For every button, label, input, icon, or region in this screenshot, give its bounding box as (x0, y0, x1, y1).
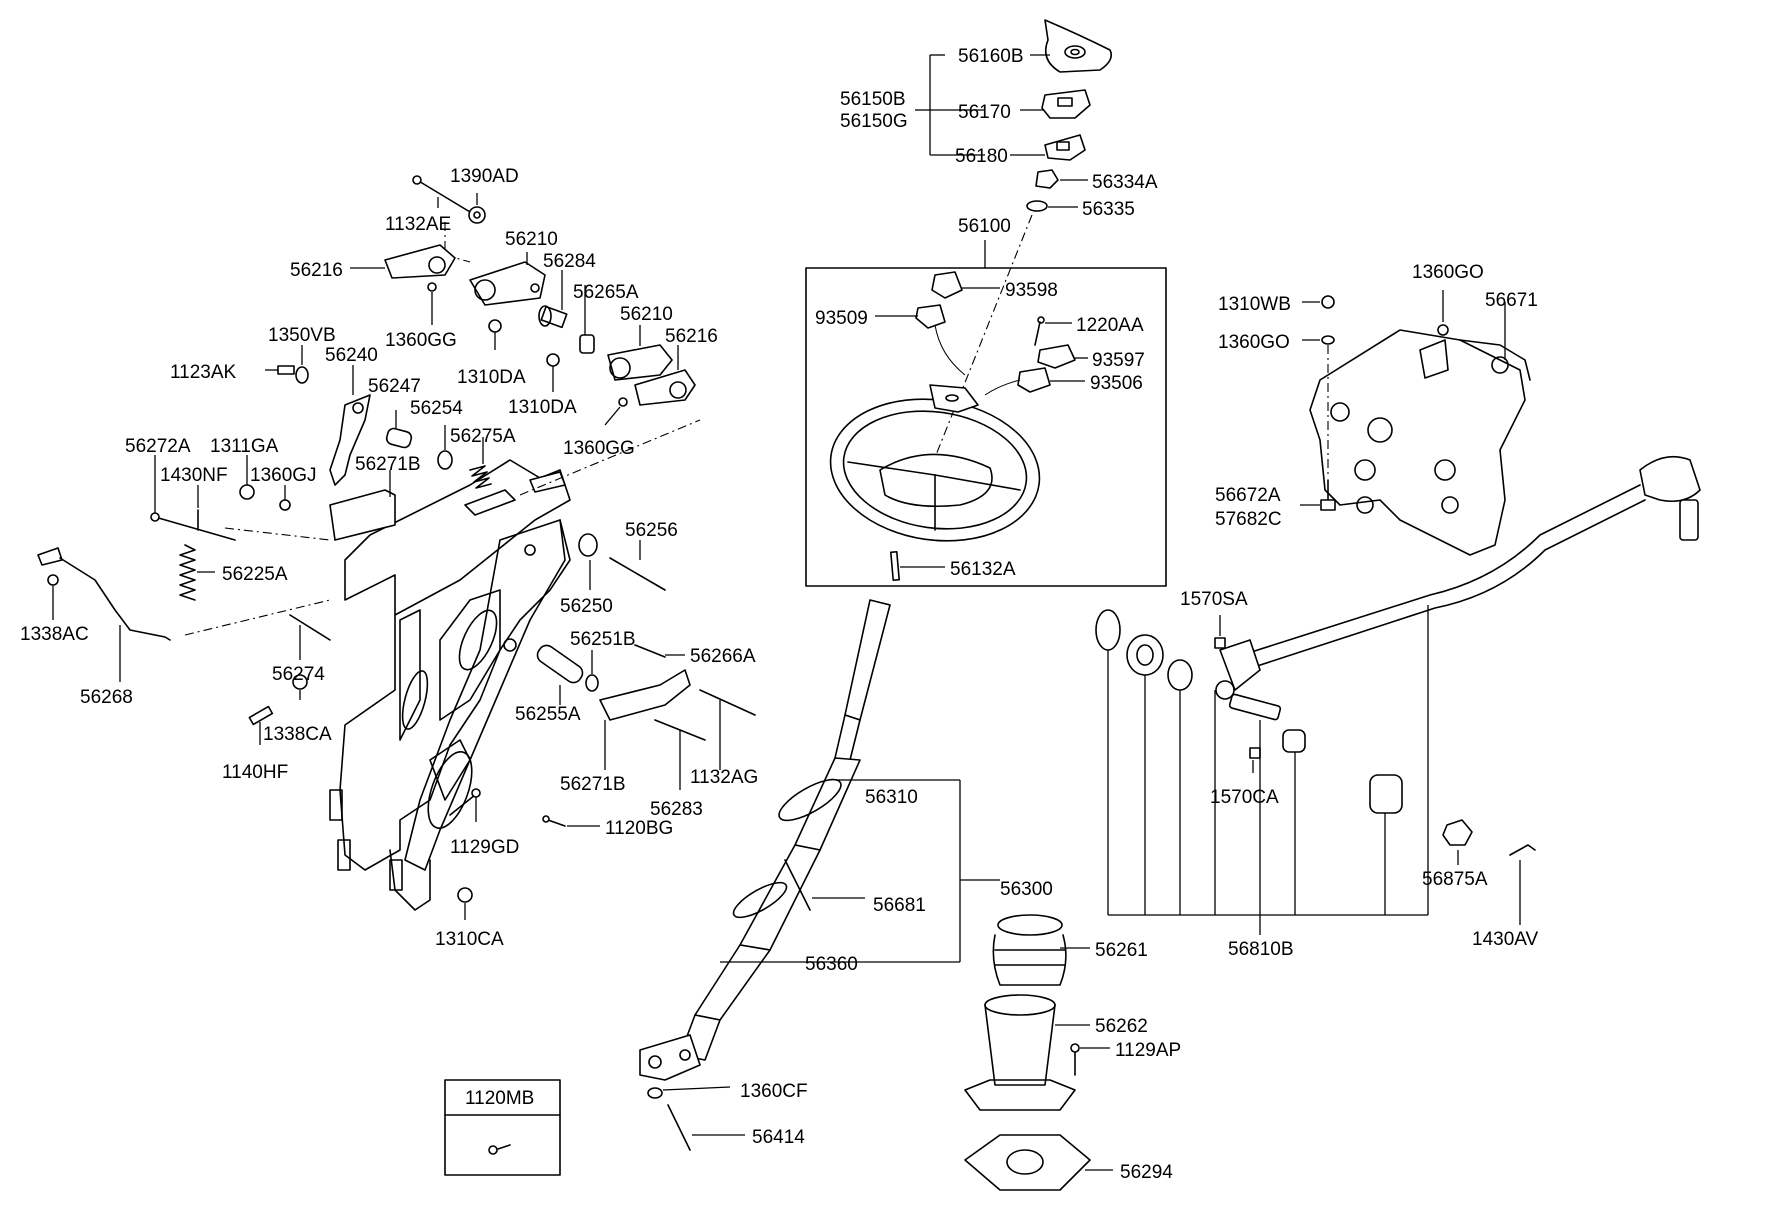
part-labels: 56160B 56150B 56150G 56170 56180 56334A … (20, 46, 1539, 1183)
label-1120MB: 1120MB (465, 1088, 534, 1109)
label-56150G: 56150G (840, 111, 908, 132)
label-56210-a: 56210 (505, 229, 558, 250)
label-56210-b: 56210 (620, 304, 673, 325)
center-bracket-parts (536, 533, 756, 790)
label-1129AP: 1129AP (1115, 1040, 1181, 1061)
label-1310DA-a: 1310DA (457, 367, 526, 388)
tie-rod-group (1095, 455, 1701, 935)
label-1123AK: 1123AK (170, 362, 237, 383)
label-56271B-b: 56271B (560, 774, 626, 795)
label-1360GG-b: 1360GG (563, 438, 635, 459)
label-1360GG-a: 1360GG (385, 330, 457, 351)
label-1338CA: 1338CA (263, 724, 332, 745)
label-56672A: 56672A (1215, 485, 1281, 506)
label-56256: 56256 (625, 520, 678, 541)
label-1132AE: 1132AE (385, 214, 451, 235)
label-56283: 56283 (650, 799, 703, 820)
label-56266A: 56266A (690, 646, 756, 667)
label-56262: 56262 (1095, 1016, 1148, 1037)
label-1140HF: 1140HF (222, 762, 288, 783)
label-56180: 56180 (955, 146, 1008, 167)
horn-pad-group (915, 19, 1113, 471)
label-1120BG: 1120BG (605, 818, 673, 839)
label-56150B: 56150B (840, 89, 906, 110)
label-1430NF: 1430NF (160, 465, 228, 486)
label-56284: 56284 (543, 251, 596, 272)
label-56216-a: 56216 (290, 260, 343, 281)
pedal-small-parts (37, 175, 696, 920)
label-56334A: 56334A (1092, 172, 1158, 193)
label-56251B: 56251B (570, 629, 636, 650)
label-56275A: 56275A (450, 426, 516, 447)
steering-wheel-group (805, 240, 1167, 587)
label-56360: 56360 (805, 954, 858, 975)
label-93509: 93509 (815, 308, 868, 329)
label-56810B: 56810B (1228, 939, 1294, 960)
label-56875A: 56875A (1422, 869, 1488, 890)
label-56160B: 56160B (958, 46, 1024, 67)
label-1390AD: 1390AD (450, 166, 519, 187)
label-1350VB: 1350VB (268, 325, 336, 346)
pedal-bracket-group (184, 222, 701, 911)
label-1132AG: 1132AG (690, 767, 758, 788)
label-57682C: 57682C (1215, 509, 1282, 530)
label-1360GJ: 1360GJ (250, 465, 317, 486)
label-56310: 56310 (865, 787, 918, 808)
boots-group (964, 914, 1113, 1191)
label-56240: 56240 (325, 345, 378, 366)
label-1360GO-a: 1360GO (1412, 262, 1484, 283)
label-1220AA: 1220AA (1076, 315, 1144, 336)
label-56272A: 56272A (125, 436, 191, 457)
label-1338AC: 1338AC (20, 624, 89, 645)
label-56294: 56294 (1120, 1162, 1173, 1183)
label-56681: 56681 (873, 895, 926, 916)
label-1129GD: 1129GD (450, 837, 519, 858)
label-56254: 56254 (410, 398, 463, 419)
label-56132A: 56132A (950, 559, 1016, 580)
label-1310CA: 1310CA (435, 929, 504, 950)
label-56255A: 56255A (515, 704, 581, 725)
label-56247: 56247 (368, 376, 421, 397)
label-56274: 56274 (272, 664, 325, 685)
label-56414: 56414 (752, 1127, 805, 1148)
label-56268: 56268 (80, 687, 133, 708)
label-1570SA: 1570SA (1180, 589, 1248, 610)
label-56271B-a: 56271B (355, 454, 421, 475)
label-1360CF: 1360CF (740, 1081, 808, 1102)
label-1311GA: 1311GA (210, 436, 279, 457)
label-56265A: 56265A (573, 282, 639, 303)
label-1360GO-b: 1360GO (1218, 332, 1290, 353)
legend-box (444, 1079, 561, 1176)
label-56261: 56261 (1095, 940, 1148, 961)
mount-bracket-group (1300, 290, 1531, 556)
label-56250: 56250 (560, 596, 613, 617)
label-56216-b: 56216 (665, 326, 718, 347)
steering-column-group (639, 599, 1000, 1151)
label-93506: 93506 (1090, 373, 1143, 394)
label-56335: 56335 (1082, 199, 1135, 220)
label-56225A: 56225A (222, 564, 288, 585)
label-56671: 56671 (1485, 290, 1538, 311)
label-1310WB: 1310WB (1218, 294, 1291, 315)
label-1570CA: 1570CA (1210, 787, 1279, 808)
label-56170: 56170 (958, 102, 1011, 123)
label-93598: 93598 (1005, 280, 1058, 301)
label-93597: 93597 (1092, 350, 1145, 371)
label-1310DA-b: 1310DA (508, 397, 577, 418)
label-56100: 56100 (958, 216, 1011, 237)
label-1430AV: 1430AV (1472, 929, 1539, 950)
label-56300: 56300 (1000, 879, 1053, 900)
